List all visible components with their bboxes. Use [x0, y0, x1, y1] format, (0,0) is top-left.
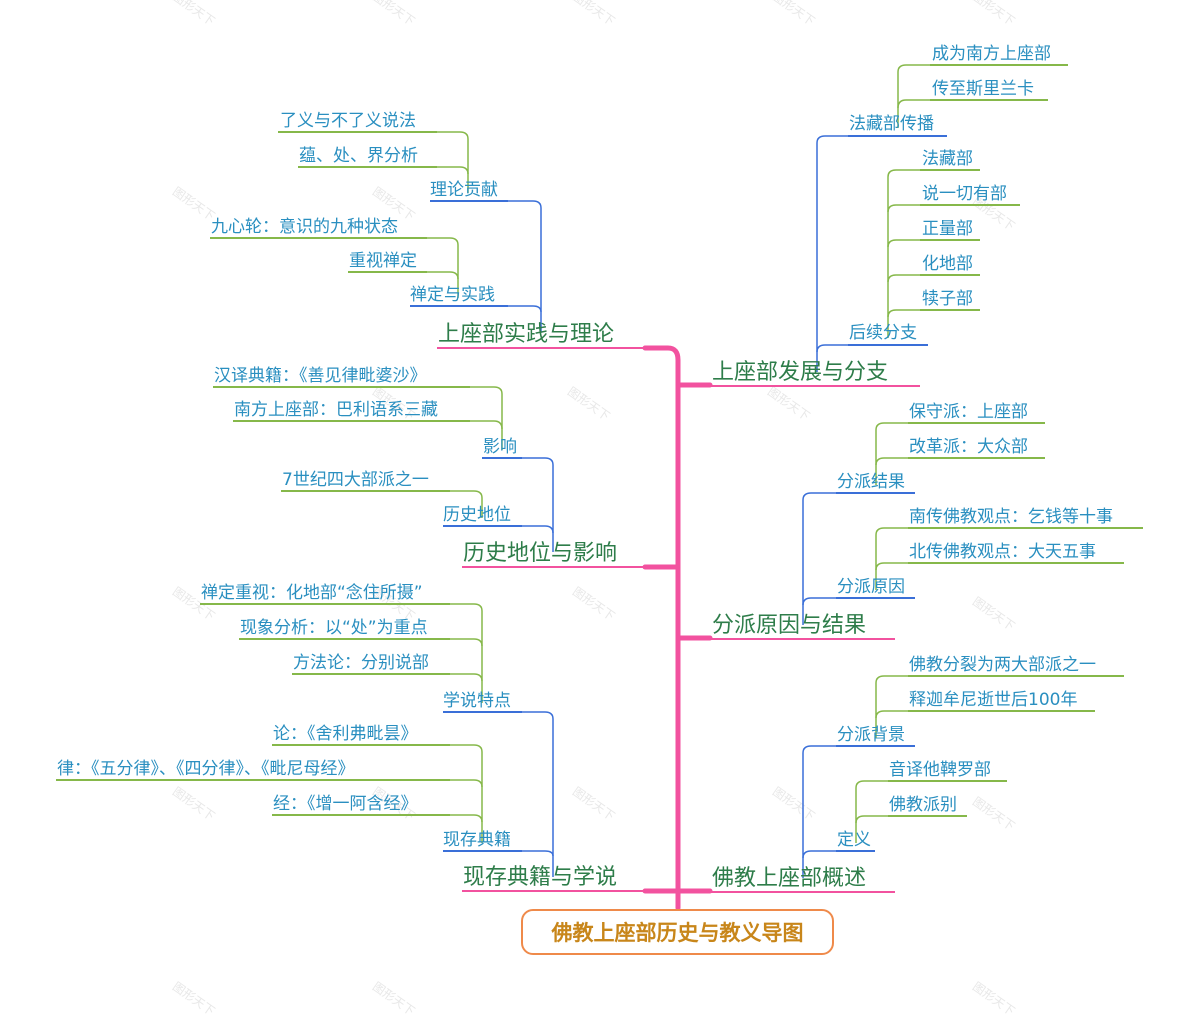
leaf[interactable]: 佛教派别	[889, 795, 957, 815]
subtopic-定义[interactable]: 定义	[837, 830, 871, 850]
leaf[interactable]: 说一切有部	[922, 184, 1007, 204]
leaf[interactable]: 了义与不了义说法	[280, 111, 416, 131]
subtopic-学说特点[interactable]: 学说特点	[443, 691, 511, 711]
subtopic-现存典籍[interactable]: 现存典籍	[443, 830, 511, 850]
subtopic-后续分支[interactable]: 后续分支	[849, 323, 917, 343]
leaf[interactable]: 经：《增一阿含经》	[273, 794, 418, 814]
topic-上座部发展与分支[interactable]: 上座部发展与分支	[712, 360, 889, 385]
topic-上座部实践与理论[interactable]: 上座部实践与理论	[438, 322, 615, 347]
leaf[interactable]: 犊子部	[922, 289, 973, 309]
subtopic-历史地位[interactable]: 历史地位	[443, 505, 511, 525]
root-topic[interactable]: 佛教上座部历史与教义导图	[521, 909, 834, 955]
subtopic-禅定与实践[interactable]: 禅定与实践	[410, 285, 495, 305]
leaf[interactable]: 蕴、处、界分析	[299, 146, 418, 166]
leaf[interactable]: 北传佛教观点：大天五事	[909, 542, 1096, 562]
leaf[interactable]: 方法论：分别说部	[293, 653, 429, 673]
topic-现存典籍与学说[interactable]: 现存典籍与学说	[463, 865, 618, 890]
leaf[interactable]: 汉译典籍：《善见律毗婆沙》	[214, 366, 427, 386]
leaf[interactable]: 释迦牟尼逝世后100年	[909, 690, 1078, 710]
subtopic-分派原因[interactable]: 分派原因	[837, 577, 905, 597]
subtopic-理论贡献[interactable]: 理论贡献	[430, 180, 498, 200]
leaf[interactable]: 7世纪四大部派之一	[282, 470, 429, 490]
leaf[interactable]: 南传佛教观点：乞钱等十事	[909, 507, 1113, 527]
leaf[interactable]: 音译他鞞罗部	[889, 760, 991, 780]
leaf[interactable]: 九心轮：意识的九种状态	[211, 217, 398, 237]
leaf[interactable]: 法藏部	[922, 149, 973, 169]
topic-历史地位与影响[interactable]: 历史地位与影响	[463, 541, 618, 566]
leaf[interactable]: 律：《五分律》、《四分律》、《毗尼母经》	[57, 759, 355, 779]
leaf[interactable]: 佛教分裂为两大部派之一	[909, 655, 1096, 675]
leaf[interactable]: 论：《舍利弗毗昙》	[273, 724, 418, 744]
leaf[interactable]: 保守派：上座部	[909, 402, 1028, 422]
subtopic-法藏部传播[interactable]: 法藏部传播	[849, 114, 934, 134]
leaf[interactable]: 现象分析：以“处”为重点	[240, 618, 428, 638]
leaf[interactable]: 化地部	[922, 254, 973, 274]
topic-佛教上座部概述[interactable]: 佛教上座部概述	[712, 866, 867, 891]
subtopic-影响[interactable]: 影响	[483, 437, 517, 457]
topic-分派原因与结果[interactable]: 分派原因与结果	[712, 613, 867, 638]
leaf[interactable]: 南方上座部：巴利语系三藏	[234, 400, 438, 420]
leaf[interactable]: 传至斯里兰卡	[932, 79, 1034, 99]
leaf[interactable]: 改革派：大众部	[909, 437, 1028, 457]
subtopic-分派背景[interactable]: 分派背景	[837, 725, 905, 745]
leaf[interactable]: 禅定重视：化地部“念住所摄”	[201, 583, 423, 603]
leaf[interactable]: 成为南方上座部	[932, 44, 1051, 64]
subtopic-分派结果[interactable]: 分派结果	[837, 472, 905, 492]
leaf[interactable]: 正量部	[922, 219, 973, 239]
leaf[interactable]: 重视禅定	[349, 251, 417, 271]
